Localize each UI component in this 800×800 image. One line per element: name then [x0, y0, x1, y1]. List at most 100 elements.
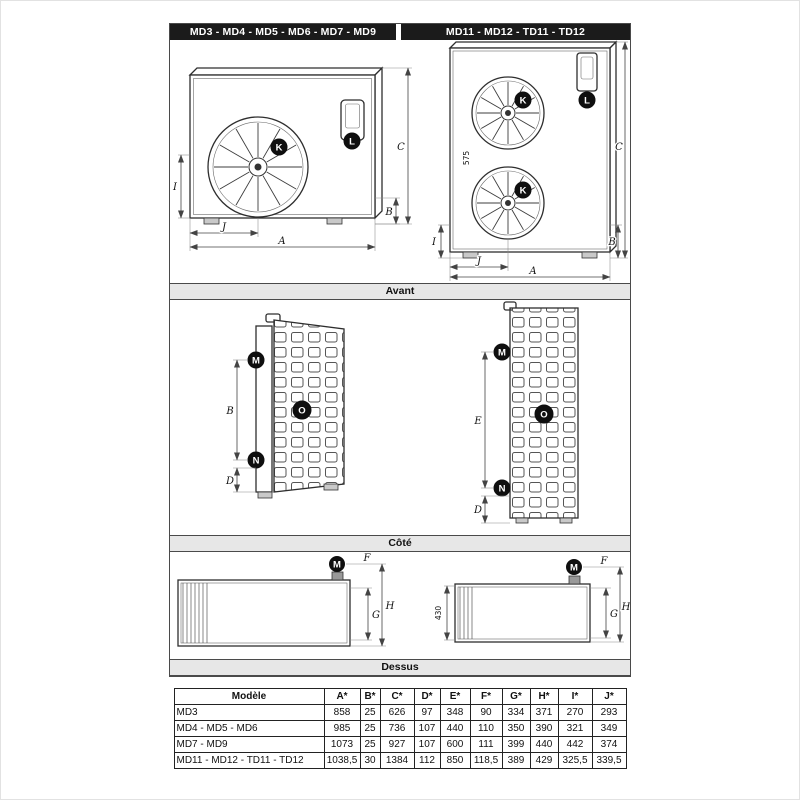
dim-cell: 107 — [413, 736, 441, 753]
o-badge-label: O — [298, 406, 305, 417]
col-header-a: A* — [323, 688, 361, 705]
dim-cell: 1073 — [323, 736, 361, 753]
top-views-drawing: M F G H — [170, 552, 630, 659]
dim-label-d: D — [473, 505, 482, 516]
dim-label-j: J — [475, 256, 482, 267]
dim-cell: 442 — [557, 736, 593, 753]
dim-cell: 371 — [529, 704, 559, 721]
dim-cell: 325,5 — [557, 752, 593, 769]
dim-label-g: G — [610, 609, 618, 620]
m-badge-label: M — [498, 348, 506, 359]
col-header-e: E* — [439, 688, 471, 705]
dim-cell: 440 — [439, 720, 471, 737]
table-row: MD7 - MD9 1073 25 927 107 600 111 399 44… — [173, 736, 627, 753]
dimensions-table: Modèle A* B* C* D* E* F* G* H* I* J* MD3… — [173, 688, 627, 769]
k-badge: K — [514, 181, 532, 199]
dim-cell: 30 — [359, 752, 381, 769]
col-header-f: F* — [469, 688, 503, 705]
dim-cell: 118,5 — [469, 752, 503, 769]
o-badge: O — [292, 400, 312, 420]
col-header-j: J* — [591, 688, 627, 705]
n-badge-label: N — [499, 484, 506, 495]
dim-label-c: C — [615, 142, 623, 153]
m-badge: M — [493, 343, 511, 361]
dim-cell: 1384 — [379, 752, 415, 769]
side-left-unit: M N O B D — [224, 313, 345, 499]
m-badge: M — [566, 559, 582, 575]
top-views-panel: M F G H — [170, 552, 630, 659]
dim-cell: 107 — [413, 720, 441, 737]
dim-cell: 600 — [439, 736, 471, 753]
dim-cell: 399 — [501, 736, 531, 753]
dim-label-i: I — [431, 237, 437, 248]
dim-label-f: F — [600, 556, 609, 567]
dim-label-a: A — [277, 236, 285, 247]
dim-label-f: F — [363, 553, 372, 564]
dim-cell: 339,5 — [591, 752, 627, 769]
col-header-c: C* — [379, 688, 415, 705]
dim-cell: 270 — [557, 704, 593, 721]
m-badge-label: M — [333, 560, 341, 571]
dim-label-b: B — [384, 207, 392, 218]
dim-cell: 111 — [469, 736, 503, 753]
l-badge-label: L — [584, 96, 590, 107]
dim-label-575: 575 — [462, 151, 471, 166]
model-group-header-md11-td12: MD11 - MD12 - TD11 - TD12 — [401, 24, 630, 40]
dim-label-c: C — [397, 142, 405, 153]
dim-cell: 374 — [591, 736, 627, 753]
n-badge: N — [493, 479, 511, 497]
dim-cell: 90 — [469, 704, 503, 721]
dim-label-a: A — [528, 266, 536, 277]
dim-cell: 349 — [591, 720, 627, 737]
front-views-drawing: K L I J A — [170, 40, 630, 283]
model-cell: MD7 - MD9 — [173, 736, 325, 753]
k-badge: K — [270, 138, 288, 156]
k-badge-label: K — [520, 96, 527, 107]
n-badge-label: N — [253, 456, 260, 467]
front-left-unit: K L I J A — [171, 66, 412, 251]
dim-cell: 97 — [413, 704, 441, 721]
dim-cell: 429 — [529, 752, 559, 769]
top-right-unit: M F 430 G H — [433, 555, 630, 643]
col-header-h: H* — [529, 688, 559, 705]
l-badge-label: L — [349, 137, 355, 148]
table-row: MD3 858 25 626 97 348 90 334 371 270 293 — [173, 704, 627, 721]
dim-cell: 25 — [359, 704, 381, 721]
table-header-row: Modèle A* B* C* D* E* F* G* H* I* J* — [173, 688, 627, 705]
n-badge: N — [247, 451, 265, 469]
dim-cell: 348 — [439, 704, 471, 721]
dim-cell: 626 — [379, 704, 415, 721]
dim-label-j: J — [220, 222, 227, 233]
m-badge: M — [247, 351, 265, 369]
front-views-panel: K L I J A — [170, 40, 630, 283]
side-views-panel: M N O B D — [170, 300, 630, 535]
dim-label-d: D — [225, 476, 234, 487]
dim-cell: 927 — [379, 736, 415, 753]
side-views-drawing: M N O B D — [170, 300, 630, 535]
dim-cell: 293 — [591, 704, 627, 721]
dim-cell: 321 — [557, 720, 593, 737]
m-badge: M — [329, 556, 345, 572]
dim-cell: 736 — [379, 720, 415, 737]
l-badge: L — [578, 91, 596, 109]
dim-cell: 1038,5 — [323, 752, 361, 769]
dim-label-b: B — [607, 237, 615, 248]
front-right-unit: K K L 575 I — [430, 40, 628, 281]
table-row: MD11 - MD12 - TD11 - TD12 1038,5 30 1384… — [173, 752, 627, 769]
k-badge-label: K — [520, 186, 527, 197]
o-badge: O — [534, 404, 554, 424]
k-badge: K — [514, 91, 532, 109]
dim-cell: 25 — [359, 736, 381, 753]
top-section-label: Dessus — [170, 659, 630, 676]
dim-label-e: E — [473, 416, 482, 427]
k-badge-label: K — [276, 143, 283, 154]
dim-cell: 440 — [529, 736, 559, 753]
dim-cell: 334 — [501, 704, 531, 721]
dim-label-h: H — [385, 601, 395, 612]
dim-cell: 25 — [359, 720, 381, 737]
top-left-unit: M F G H — [177, 552, 396, 647]
dim-cell: 985 — [323, 720, 361, 737]
dim-label-h: H — [621, 602, 630, 613]
dim-cell: 389 — [501, 752, 531, 769]
o-badge-label: O — [540, 410, 547, 421]
